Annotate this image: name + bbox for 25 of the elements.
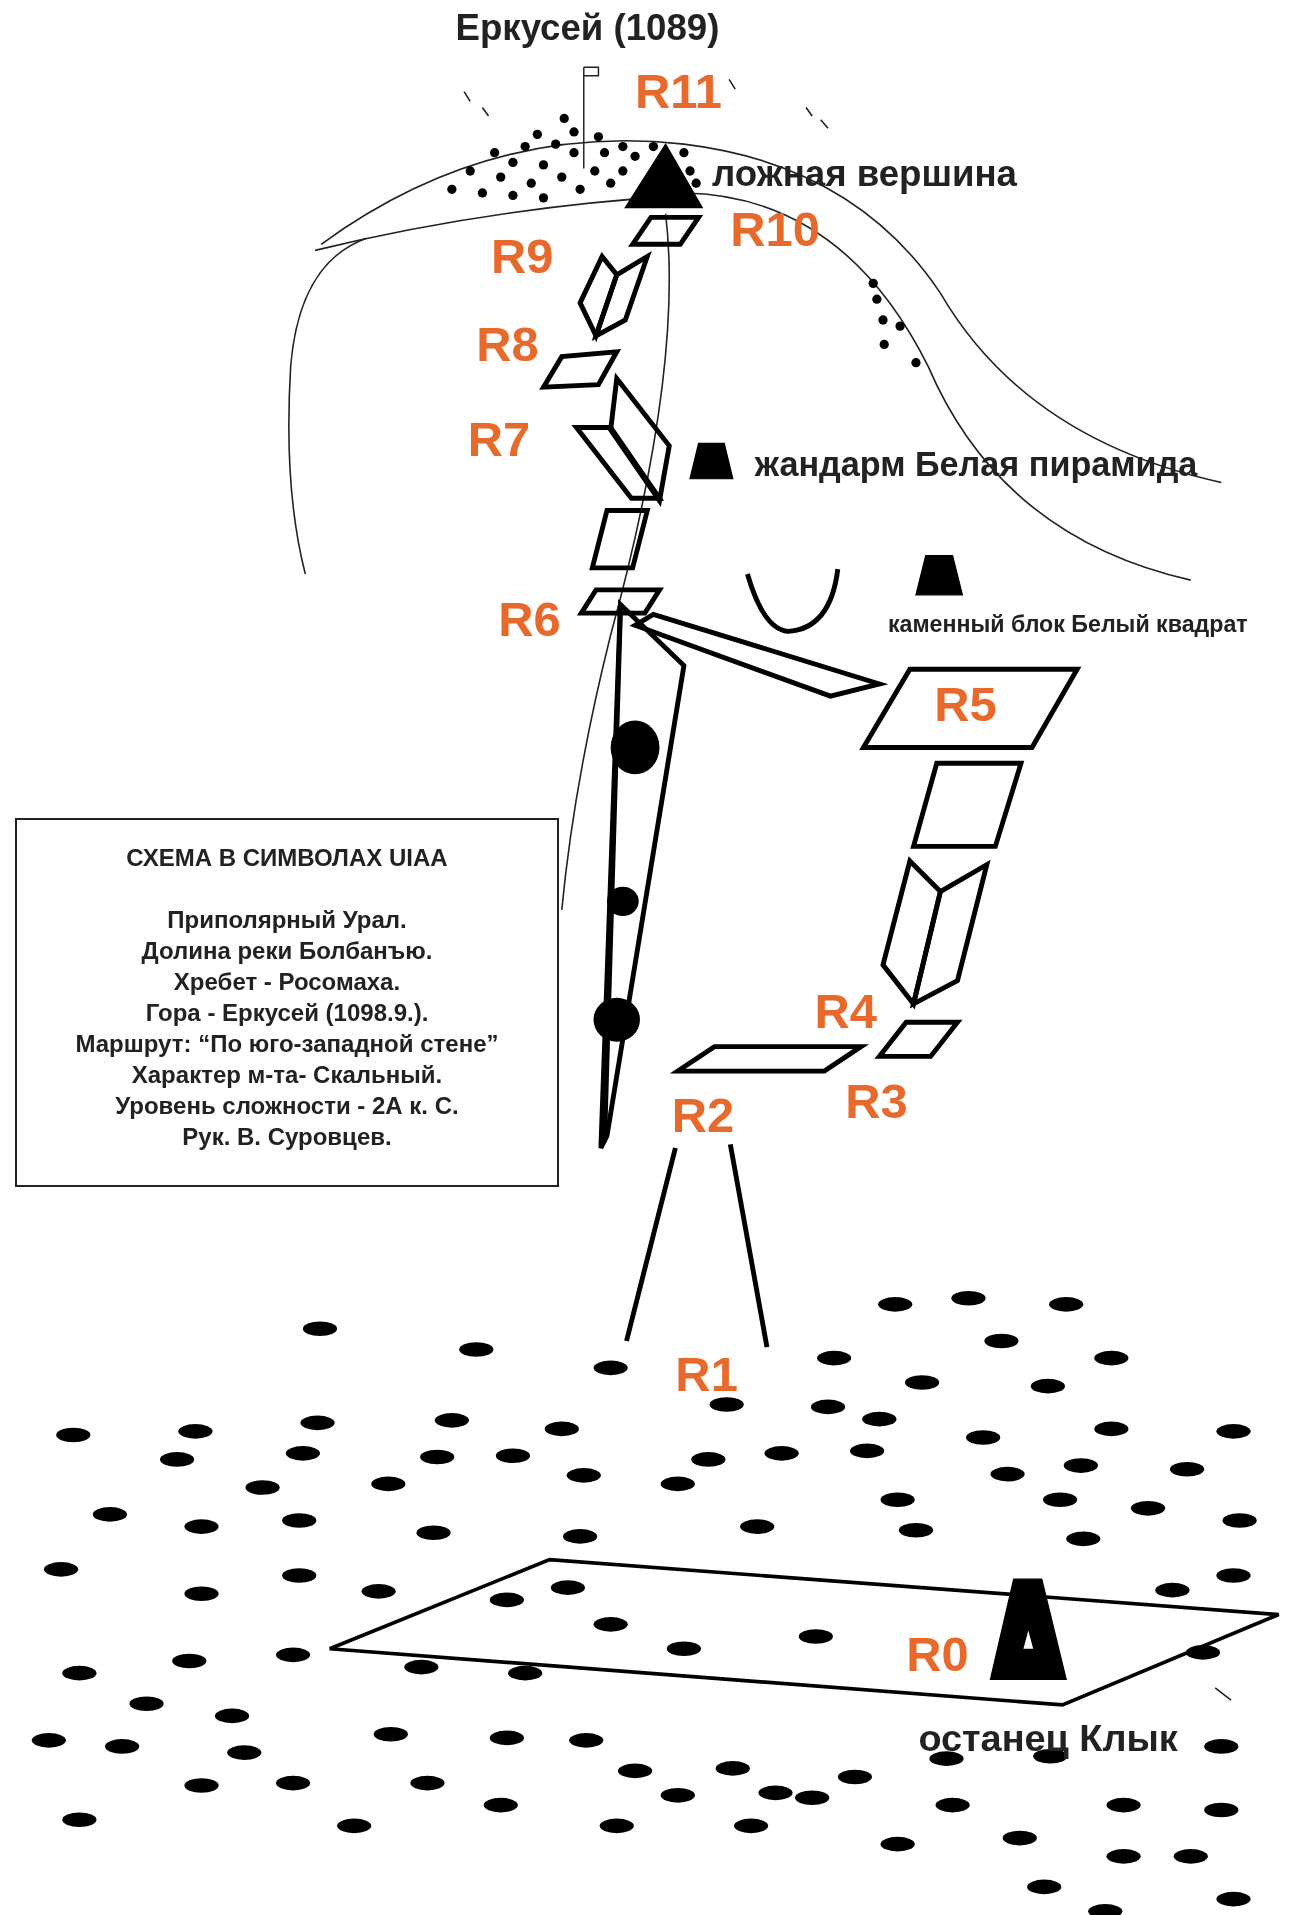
pitch-label: R2 (671, 1090, 735, 1140)
pitch-label: R3 (845, 1077, 908, 1126)
pitch-label: R1 (675, 1349, 738, 1399)
pitch-label: R11 (635, 67, 722, 116)
panel-text: Хребет - Росомаха. (172, 967, 402, 998)
panel-text: Характер м-та- Скальный. (130, 1060, 444, 1091)
pitch-label: R0 (906, 1630, 969, 1680)
landmark-label: останец Клык (918, 1719, 1178, 1758)
panel-text: Приполярный Урал. (166, 905, 408, 936)
pitch-label: R6 (498, 594, 561, 644)
pitch-label: R9 (490, 232, 554, 281)
panel-text: Гора - Еркусей (1098.9.). (144, 998, 430, 1029)
peak-name: Еркусей (1089) (455, 9, 720, 47)
panel-text: Рук. В. Суровцев. (181, 1122, 393, 1153)
panel-text: Уровень сложности - 2А к. С. (114, 1091, 460, 1122)
pitch-label: R10 (730, 205, 820, 254)
info-panel (14, 818, 560, 1188)
panel-text: Маршрут: “По юго-западной стене” (74, 1029, 500, 1060)
panel-heading: СХЕМА В СИМВОЛАХ UIAA (125, 843, 449, 874)
pitch-label: R8 (476, 319, 539, 369)
landmark-label: каменный блок Белый квадрат (887, 613, 1248, 637)
pitch-label: R7 (467, 415, 531, 465)
pitch-label: R5 (934, 680, 997, 730)
pitch-label: R4 (814, 986, 878, 1036)
panel-text: Долина реки Болбанъю. (140, 936, 434, 967)
